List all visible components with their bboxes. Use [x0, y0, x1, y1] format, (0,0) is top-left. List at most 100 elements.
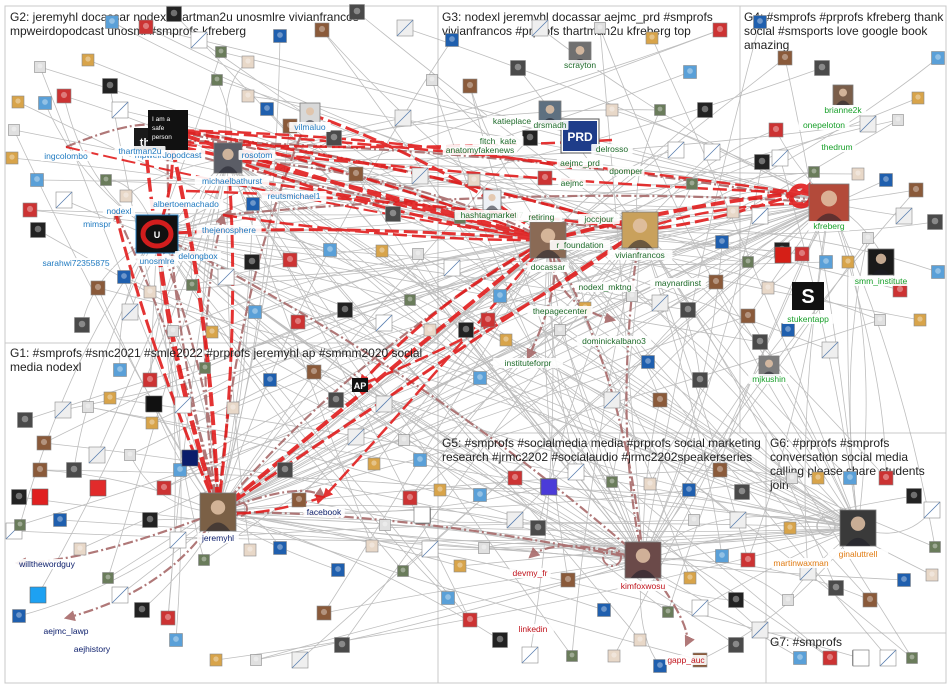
node-avatar	[462, 78, 478, 94]
node-avatar	[819, 255, 833, 269]
label-text: hashtagmarketi7	[461, 210, 524, 220]
node-avatar	[734, 484, 750, 500]
label-foundation: r_foundation	[549, 240, 611, 250]
node-avatar	[32, 462, 48, 478]
label-text: sarahwi72355875	[42, 258, 109, 268]
node-avatar	[682, 483, 696, 497]
node-avatar	[22, 202, 38, 218]
label-text: willthewordguy	[18, 559, 75, 569]
node-avatar	[908, 182, 924, 198]
node-avatar	[306, 364, 322, 380]
node-avatar	[111, 101, 129, 119]
twitter-icon	[29, 586, 47, 604]
label-sarahwi: sarahwi72355875	[38, 258, 114, 268]
label-text: drsmadh	[533, 120, 566, 130]
node-avatar	[375, 395, 393, 413]
node-avatar	[874, 314, 886, 326]
node-avatar	[478, 542, 490, 554]
label-text: ginaluttrell	[839, 549, 878, 559]
node-avatar	[879, 649, 897, 667]
node-avatar	[423, 323, 437, 337]
node-avatar	[100, 174, 112, 186]
label-willthewordguy: willthewordguy	[12, 559, 82, 569]
node-avatar	[605, 103, 619, 117]
node-avatar	[821, 341, 839, 359]
node-avatar	[186, 279, 198, 291]
label-text: nodexl	[106, 206, 131, 216]
label-hashtagmarketi7: hashtagmarketi7	[454, 210, 530, 220]
node-avatar	[215, 46, 227, 58]
label-retiring: _retiring	[515, 212, 563, 222]
label-martinwaxman: martinwaxman	[770, 558, 832, 568]
node-avatar	[607, 649, 621, 663]
node-avatar	[8, 124, 20, 136]
node-avatar	[879, 173, 893, 187]
node-avatar	[443, 259, 461, 277]
node-avatar	[715, 235, 729, 249]
node-avatar	[777, 50, 793, 66]
node-avatar	[17, 412, 33, 428]
node-avatar	[103, 391, 117, 405]
node-avatar	[492, 632, 508, 648]
group-box-g7	[765, 632, 947, 684]
node-avatar	[14, 519, 26, 531]
node-avatar	[862, 232, 874, 244]
label-anatomyfakenews: anatomyfakenews	[442, 145, 518, 155]
node-avatar	[643, 477, 657, 491]
label-text: docassar	[531, 262, 566, 272]
node-avatar	[167, 325, 179, 337]
node-avatar	[53, 513, 67, 527]
label-linkedin: linkedin	[512, 624, 554, 634]
label-text: vivianfrancos	[615, 250, 665, 260]
g5-title: G5: #smprofs #socialmedia media #prprofs…	[442, 436, 761, 464]
small-nodes	[5, 4, 945, 673]
g1-title: G1: #smprofs #smc2021 #smle2022 #prprofs…	[10, 346, 422, 374]
node-avatar	[81, 53, 95, 67]
label-joccjour: joccjour	[578, 214, 620, 224]
node-avatar	[761, 281, 775, 295]
node-avatar	[715, 549, 729, 563]
node-avatar	[36, 435, 52, 451]
node-avatar	[473, 371, 487, 385]
node-avatar	[507, 470, 523, 486]
node-avatar	[521, 646, 539, 664]
node-avatar	[781, 323, 795, 337]
label-text: mimspr	[83, 219, 111, 229]
label-text: kimfoxwosu	[621, 581, 666, 591]
label-vivianfrancos: vivianfrancos	[607, 250, 673, 260]
node-avatar	[822, 650, 838, 666]
svg-text:U: U	[154, 230, 161, 240]
node-kfreberg	[808, 183, 850, 223]
node-avatar	[30, 173, 44, 187]
label-text: vilmaluo	[294, 122, 325, 132]
node-avatar	[651, 294, 669, 312]
label-ingcolombo: ingcolombo	[40, 151, 92, 161]
node-jeremyhl	[199, 492, 237, 532]
node-kimfoxwosu	[624, 541, 662, 579]
node-avatar	[198, 554, 210, 566]
node-avatar	[211, 74, 223, 86]
label-text: instituteforpr	[505, 358, 552, 368]
node-avatar	[113, 363, 127, 377]
node-avatar	[11, 489, 27, 505]
node-avatar	[783, 521, 797, 535]
node-avatar	[111, 586, 129, 604]
svg-text:AP: AP	[354, 381, 367, 391]
label-thejenosphere: thejenosphere	[196, 225, 262, 235]
label-text: devmy_fr	[513, 568, 548, 578]
node-avatar	[226, 401, 240, 415]
node-avatar	[241, 55, 255, 69]
node-vivianfrancos	[621, 211, 659, 249]
label-text: gapp_auc	[667, 655, 705, 665]
label-albertoemachado: albertoemachado	[148, 199, 224, 209]
node-avatar	[680, 302, 696, 318]
node-avatar	[12, 609, 26, 623]
node-avatar	[467, 173, 481, 187]
node-avatar	[375, 314, 393, 332]
node-avatar	[260, 102, 274, 116]
node-avatar	[633, 633, 647, 647]
mcdonalds-icon	[774, 246, 792, 264]
label-text: maynardinst	[655, 278, 702, 288]
